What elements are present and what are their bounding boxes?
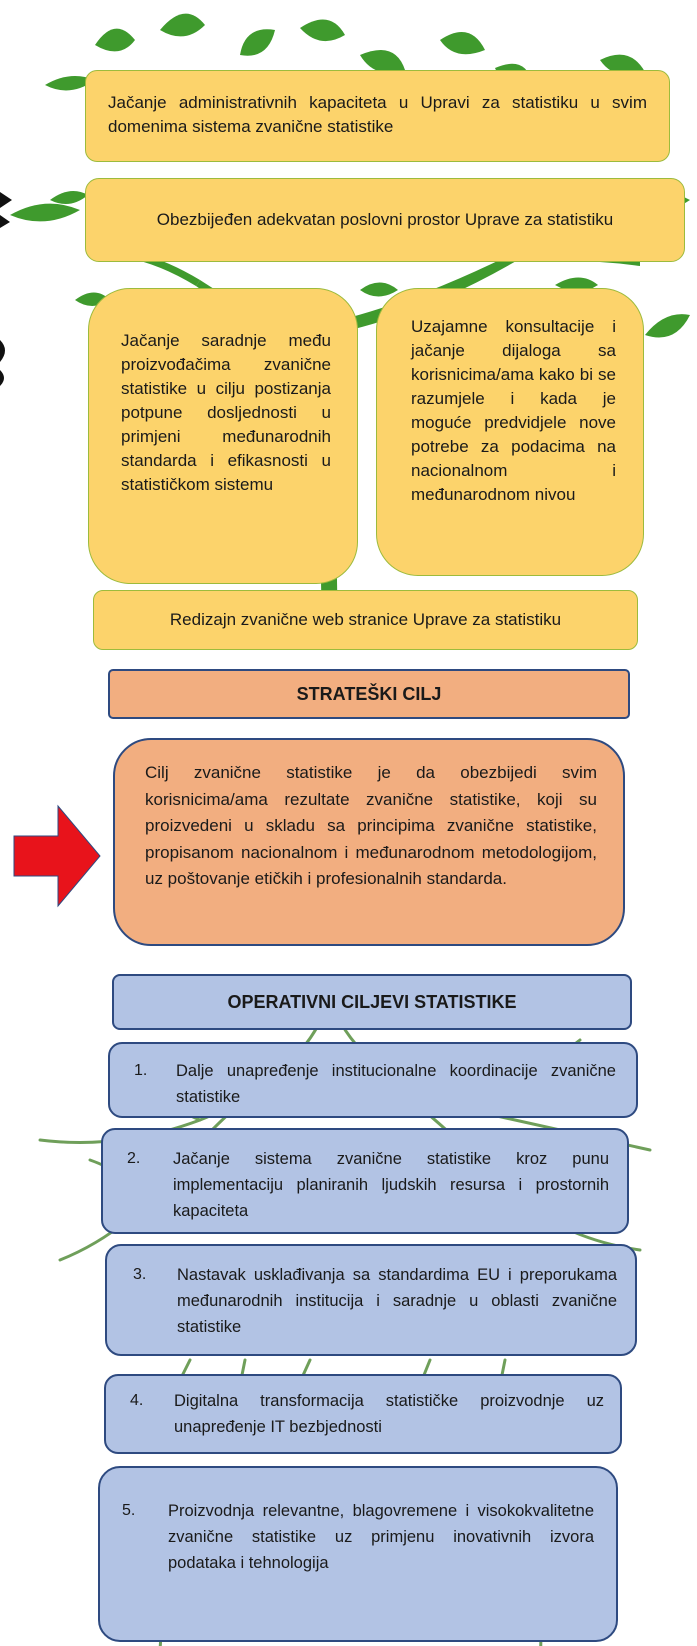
strategic-heading-box: STRATEŠKI CILJ xyxy=(108,669,630,719)
operational-item-number: 5. xyxy=(122,1502,136,1519)
operational-item-number: 1. xyxy=(134,1062,148,1079)
goal-box-producer-cooperation: Jačanje saradnje među proizvođačima zvan… xyxy=(88,288,358,584)
goal-text: Jačanje saradnje među proizvođačima zvan… xyxy=(121,331,331,494)
operational-item: 5. Proizvodnja relevantne, blagovremene … xyxy=(98,1466,618,1642)
goal-text: Redizajn zvanične web stranice Uprave za… xyxy=(169,610,562,629)
goal-box-business-space: Obezbijeđen adekvatan poslovni prostor U… xyxy=(85,178,685,262)
operational-item-number: 4. xyxy=(130,1392,144,1409)
operational-heading-box: OPERATIVNI CILJEVI STATISTIKE xyxy=(112,974,632,1030)
operational-item: 4. Digitalna transformacija statističke … xyxy=(104,1374,622,1454)
operational-item-text: Nastavak usklađivanja sa standardima EU … xyxy=(177,1266,617,1336)
operational-item-number: 3. xyxy=(133,1266,147,1283)
operational-item-text: Proizvodnja relevantne, blagovremene i v… xyxy=(168,1502,594,1572)
goal-box-admin-capacity: Jačanje administrativnih kapaciteta u Up… xyxy=(85,70,670,162)
operational-item-text: Jačanje sistema zvanične statistike kroz… xyxy=(173,1150,609,1220)
operational-item-number: 2. xyxy=(127,1150,141,1167)
operational-item: 1. Dalje unapređenje institucionalne koo… xyxy=(108,1042,638,1118)
operational-item: 3. Nastavak usklađivanja sa standardima … xyxy=(105,1244,637,1356)
operational-item: 2. Jačanje sistema zvanične statistike k… xyxy=(101,1128,629,1234)
operational-heading: OPERATIVNI CILJEVI STATISTIKE xyxy=(227,991,517,1012)
operational-item-text: Dalje unapređenje institucionalne koordi… xyxy=(176,1062,616,1106)
strategic-goal-box: Cilj zvanične statistike je da obezbijed… xyxy=(113,738,625,946)
goal-text: Obezbijeđen adekvatan poslovni prostor U… xyxy=(156,210,614,229)
operational-item-text: Digitalna transformacija statističke pro… xyxy=(174,1392,604,1436)
strategic-goal-text: Cilj zvanične statistike je da obezbijed… xyxy=(145,763,597,888)
goal-text: Uzajamne konsultacije i jačanje dijaloga… xyxy=(411,317,616,504)
goal-box-user-consultation: Uzajamne konsultacije i jačanje dijaloga… xyxy=(376,288,644,576)
red-right-arrow-icon xyxy=(13,804,101,908)
left-edge-marks xyxy=(0,192,12,386)
goal-text: Jačanje administrativnih kapaciteta u Up… xyxy=(108,93,647,136)
goal-box-web-redesign: Redizajn zvanične web stranice Uprave za… xyxy=(93,590,638,650)
strategic-heading: STRATEŠKI CILJ xyxy=(296,683,442,704)
